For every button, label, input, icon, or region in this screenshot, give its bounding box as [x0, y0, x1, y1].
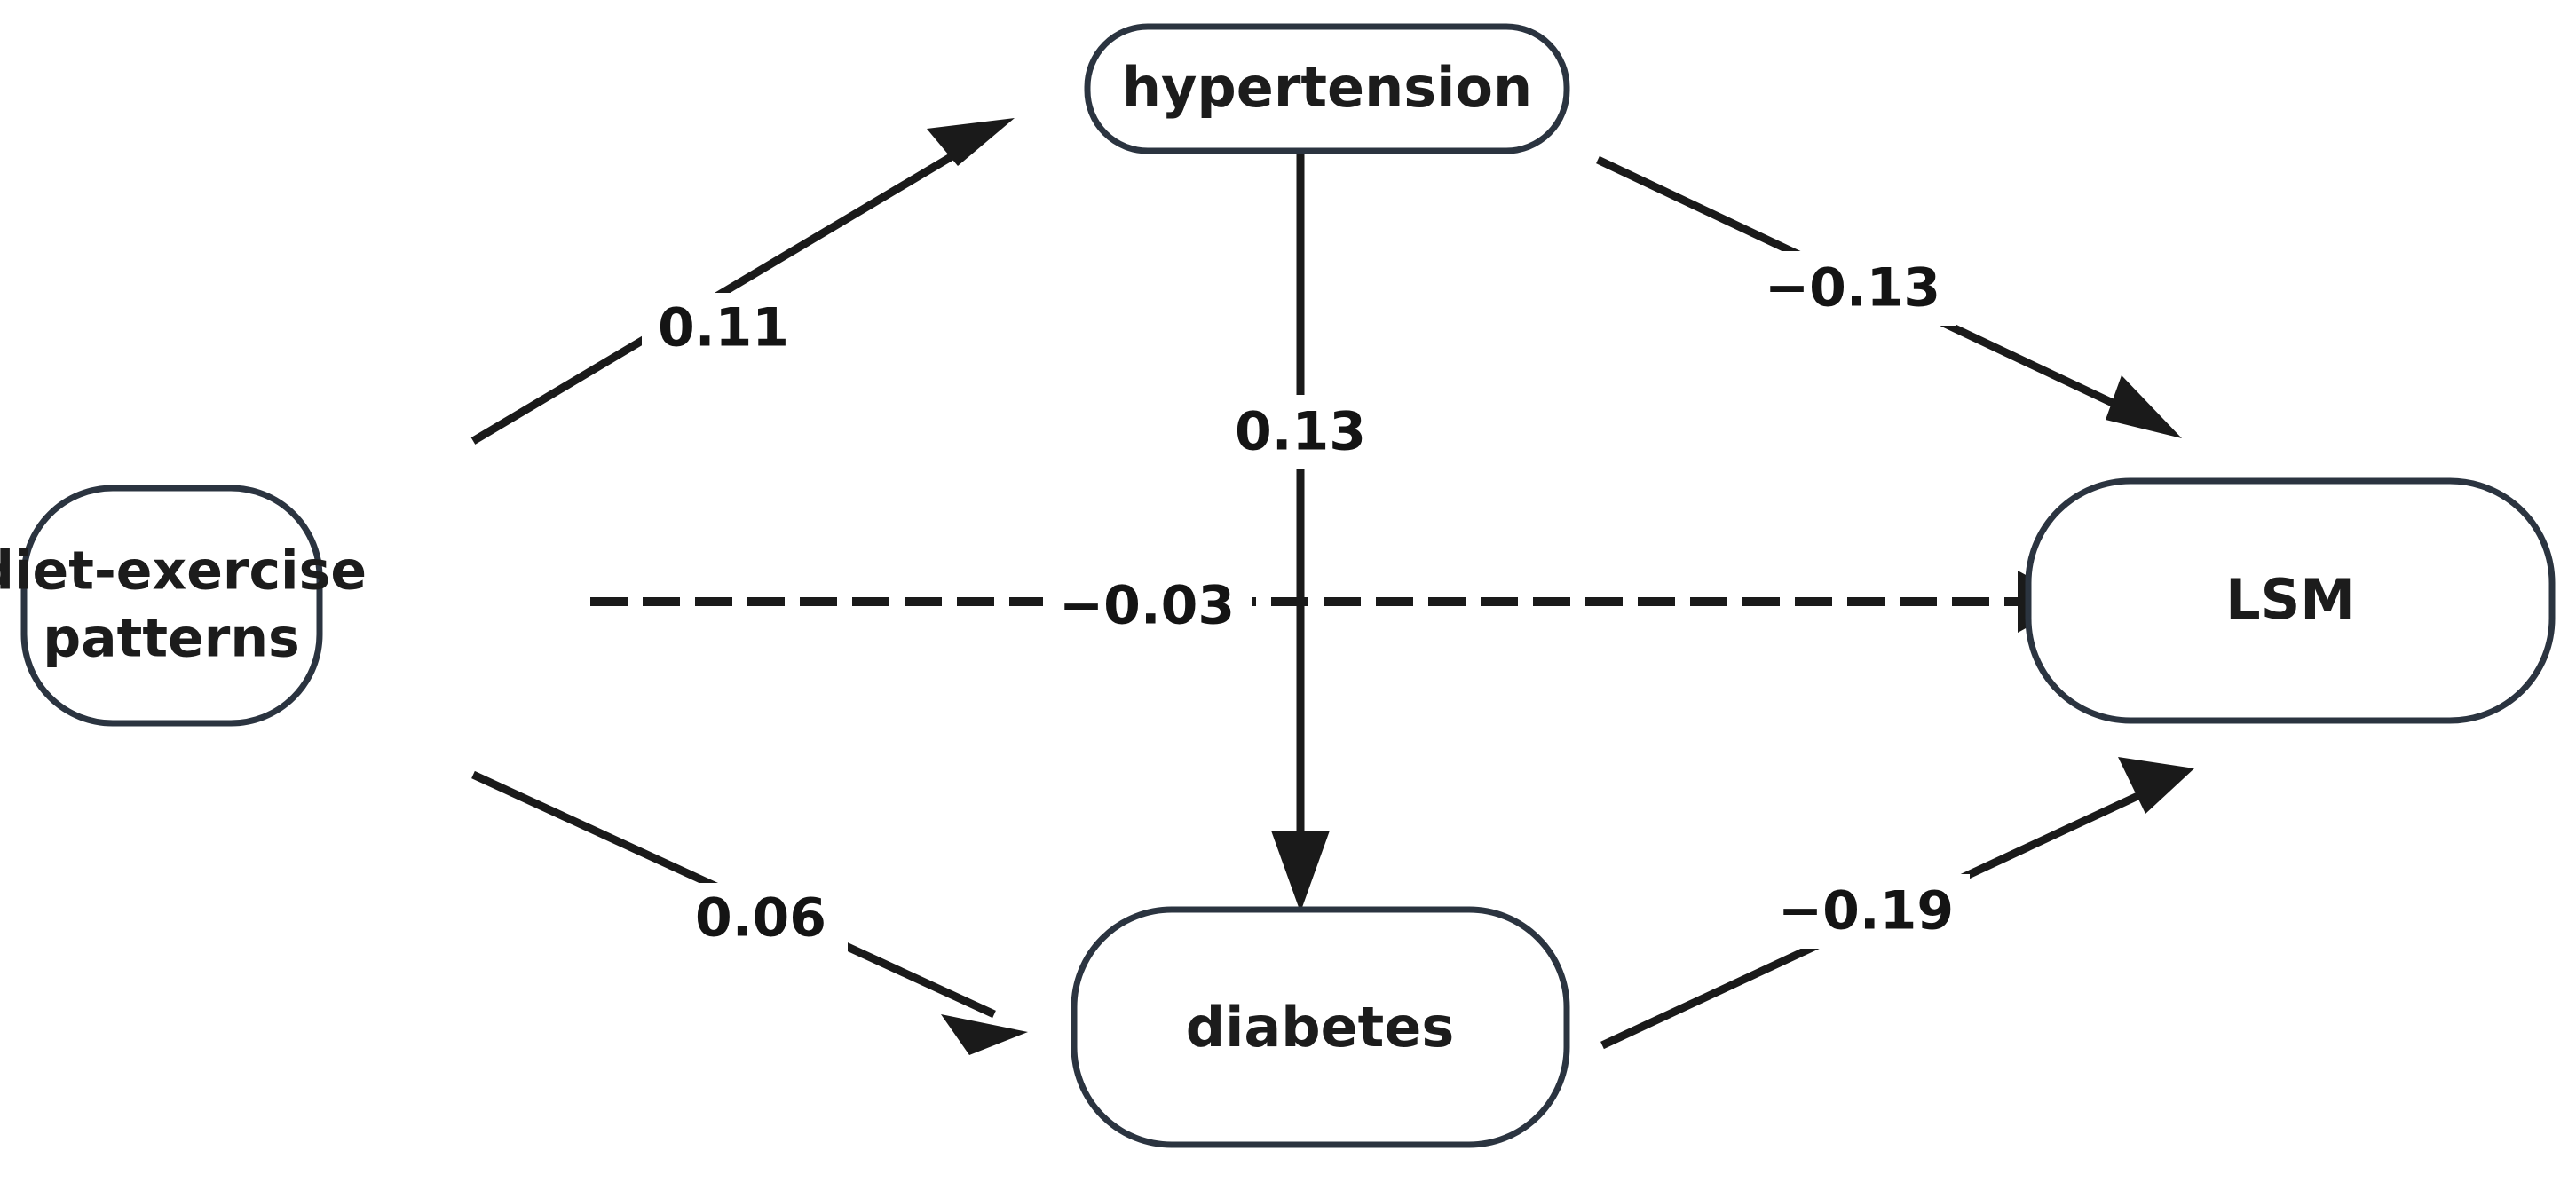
edge-hypertension-to-lsm: −0.13	[1596, 155, 2182, 438]
arrow-head-diet-to-diabetes	[941, 1014, 1028, 1055]
edge-diet-to-lsm: −0.03	[590, 566, 2074, 641]
node-box-lsm[interactable]	[2025, 477, 2556, 724]
node-lsm[interactable]: LSM	[2025, 477, 2556, 724]
arrow-head-diet-to-hypertension	[927, 118, 1015, 166]
edge-label-bg-hypertension-to-lsm	[1751, 251, 1956, 326]
node-label-diet-exercise-patterns-line2: patterns	[43, 608, 300, 670]
edge-label-diabetes-to-lsm: −0.19	[1778, 880, 1954, 942]
edge-label-bg-diabetes-to-lsm	[1761, 874, 1970, 949]
node-label-diet-exercise-patterns-line1: diet-exercise	[0, 540, 367, 603]
node-diabetes[interactable]: diabetes	[1071, 906, 1570, 1148]
edge-hypertension-to-diabetes: 0.13	[1219, 151, 1382, 912]
edge-label-bg-diet-to-diabetes	[679, 883, 848, 954]
edge-diet-to-hypertension: 0.11	[470, 118, 1015, 445]
node-box-hypertension[interactable]	[1084, 23, 1570, 154]
arrow-head-hypertension-to-diabetes	[1271, 831, 1330, 912]
node-label-hypertension: hypertension	[1122, 55, 1532, 120]
edge-label-hypertension-to-lsm: −0.13	[1765, 257, 1940, 319]
node-box-diet-exercise-patterns[interactable]	[20, 485, 323, 727]
node-box-diabetes[interactable]	[1071, 906, 1570, 1148]
edge-line-diet-to-hypertension	[470, 134, 986, 445]
edge-label-diet-to-hypertension: 0.11	[658, 297, 789, 359]
arrow-head-hypertension-to-lsm	[2106, 375, 2182, 438]
edge-diet-to-diabetes: 0.06	[471, 770, 1028, 1055]
edge-label-bg-hypertension-to-diabetes	[1219, 395, 1382, 469]
node-diet-exercise-patterns[interactable]: diet-exercise patterns	[0, 485, 367, 727]
edge-label-bg-diet-to-lsm	[1043, 566, 1252, 641]
node-label-lsm: LSM	[2225, 567, 2355, 632]
node-label-diabetes: diabetes	[1186, 995, 1455, 1060]
edge-label-diet-to-lsm: −0.03	[1059, 575, 1235, 637]
edge-label-bg-diet-to-hypertension	[642, 293, 805, 364]
node-hypertension[interactable]: hypertension	[1084, 23, 1570, 154]
edge-label-hypertension-to-diabetes: 0.13	[1235, 401, 1366, 463]
arrow-head-diabetes-to-lsm	[2118, 757, 2194, 814]
edge-label-diet-to-diabetes: 0.06	[695, 887, 826, 950]
edge-diabetes-to-lsm: −0.19	[1600, 757, 2194, 1050]
